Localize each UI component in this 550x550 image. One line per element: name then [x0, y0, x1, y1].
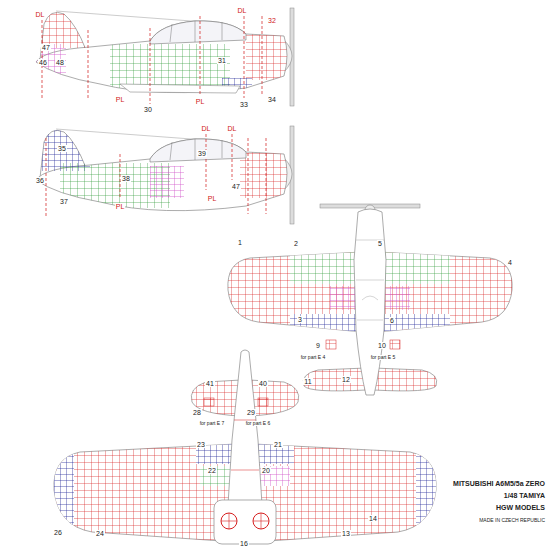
callout-number: 33: [239, 101, 249, 108]
callout-number: 35: [57, 145, 67, 152]
part-note: for part E 5: [370, 355, 397, 360]
callout-number: 32: [267, 17, 277, 24]
callout-number: 38: [121, 175, 131, 182]
callout-number: 34: [267, 96, 277, 103]
callout-number: 21: [273, 441, 283, 448]
callout-number: 29: [246, 409, 256, 416]
product-text: MADE IN CZECH REPUBLIC: [478, 518, 546, 523]
product-text: HGW MODELS: [495, 504, 546, 511]
pl-marker: PL: [195, 98, 206, 105]
callout-number: 23: [196, 441, 206, 448]
callout-number: 12: [341, 376, 351, 383]
callout-number: 39: [197, 150, 207, 157]
callout-number: 4: [507, 259, 513, 266]
pl-marker: PL: [207, 195, 218, 202]
dl-marker: DL: [237, 7, 248, 14]
callout-number: 3: [297, 316, 303, 323]
callout-number: 26: [53, 529, 63, 536]
callout-number: 47: [231, 183, 241, 190]
pl-marker: PL: [115, 96, 126, 103]
pl-marker: PL: [115, 203, 126, 210]
callout-number: 30: [143, 106, 153, 113]
callout-number: 47: [41, 44, 51, 51]
callout-number: 20: [261, 467, 271, 474]
callout-number: 10: [377, 342, 387, 349]
dl-marker: DL: [227, 125, 238, 132]
callout-number: 13: [341, 530, 351, 537]
callout-number: 37: [59, 198, 69, 205]
callout-number: 22: [207, 467, 217, 474]
callout-number: 24: [95, 530, 105, 537]
callout-number: 16: [239, 540, 249, 547]
callout-number: 5: [377, 240, 383, 247]
dl-marker: DL: [35, 11, 46, 18]
part-note: for part E 4: [300, 355, 327, 360]
product-text: 1/48 TAMIYA: [503, 492, 546, 499]
callout-number: 6: [389, 317, 395, 324]
side-profile: [36, 126, 294, 224]
part-note: for part E 6: [245, 421, 272, 426]
callout-number: 14: [368, 515, 378, 522]
callout-number: 41: [205, 380, 215, 387]
callout-number: 31: [217, 57, 227, 64]
bottom-view: [50, 350, 450, 548]
callout-number: 28: [192, 409, 202, 416]
callout-number: 46: [38, 59, 48, 66]
side-profile: [36, 8, 294, 106]
callout-number: 1: [237, 239, 243, 246]
callout-number: 48: [55, 59, 65, 66]
callout-number: 36: [35, 177, 45, 184]
top-view: [225, 204, 525, 400]
part-note: for part E 7: [199, 421, 226, 426]
callout-number: 2: [293, 240, 299, 247]
dl-marker: DL: [201, 125, 212, 132]
callout-number: 11: [303, 378, 312, 385]
product-title: MITSUBISHI A6M5/5a ZERO: [452, 480, 546, 487]
callout-number: 9: [315, 342, 321, 349]
callout-number: 40: [258, 380, 268, 387]
